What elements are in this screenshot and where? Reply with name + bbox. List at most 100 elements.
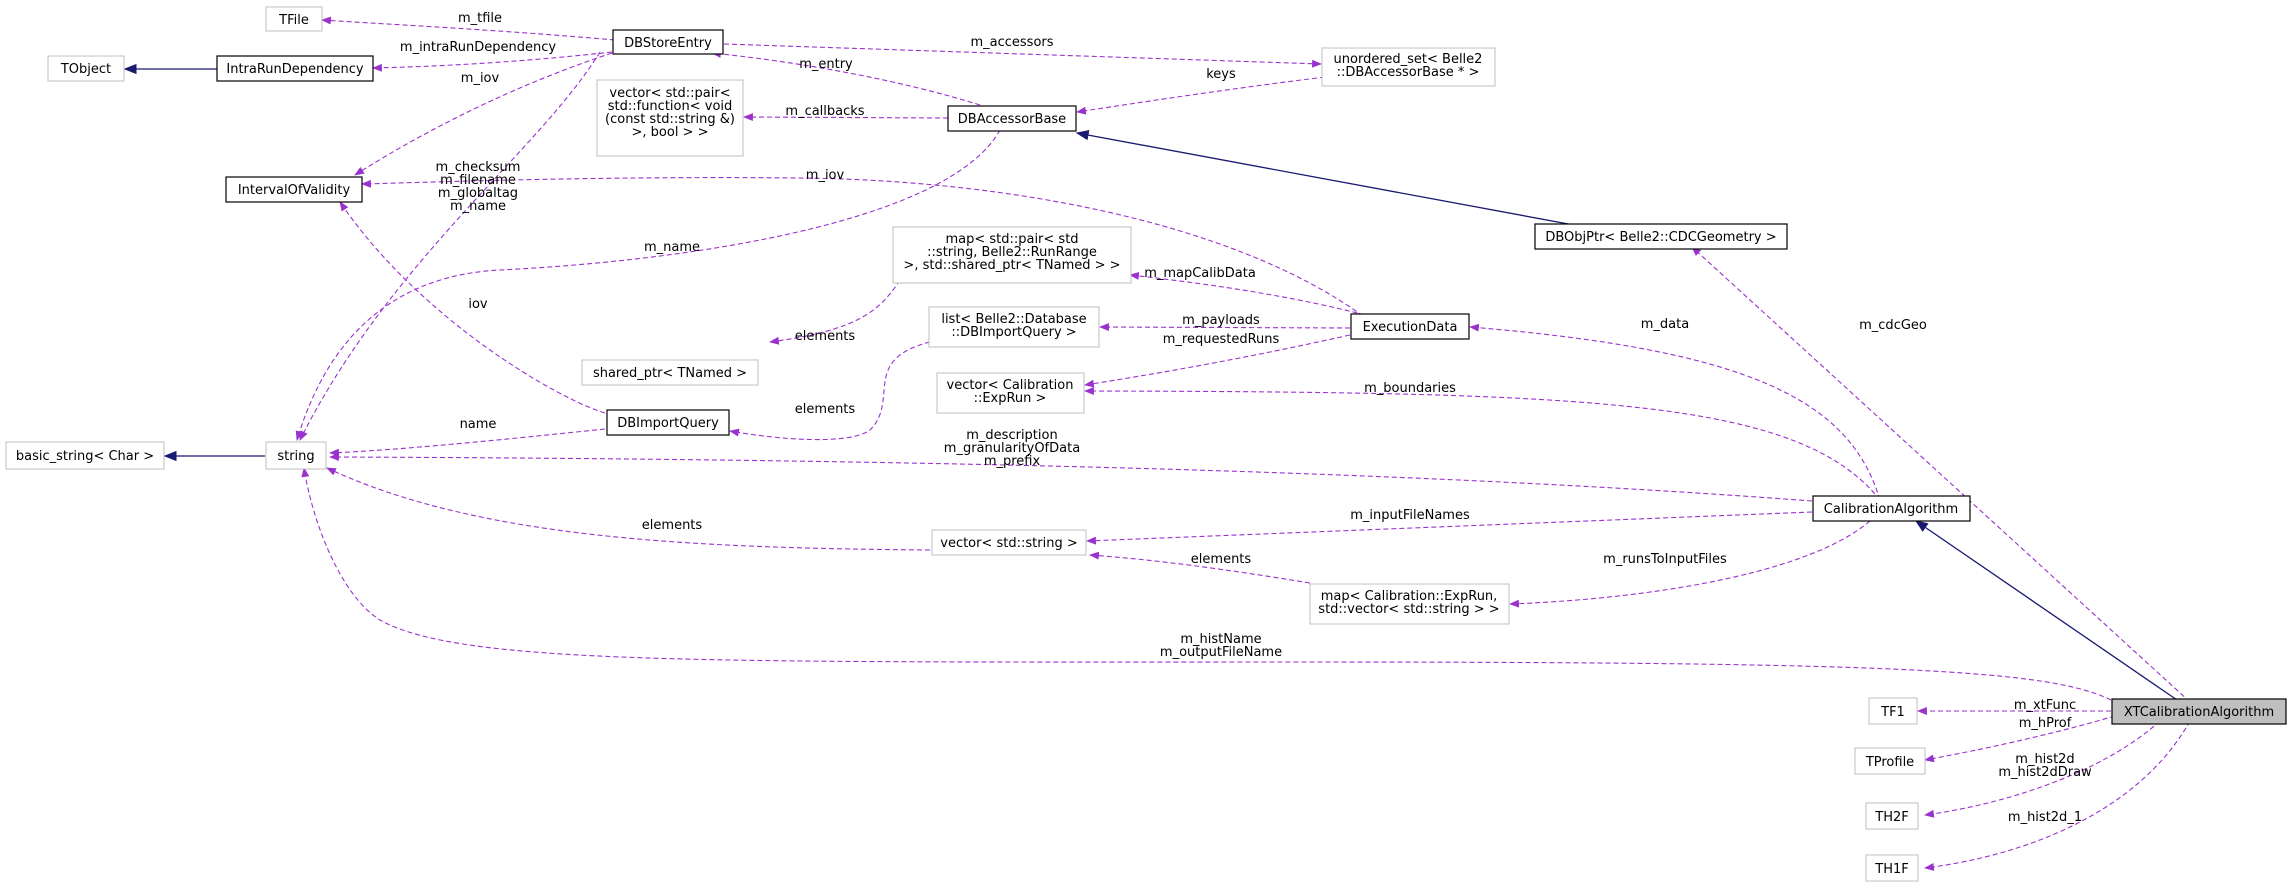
edge-label-m-iov-entry: m_iov	[461, 71, 500, 86]
label-line: m_hist2dDraw	[1998, 765, 2092, 780]
svg-text:CalibrationAlgorithm: CalibrationAlgorithm	[1824, 502, 1958, 517]
label-line: m_hProf	[2019, 716, 2072, 731]
edge-m-hprof	[1924, 715, 2116, 763]
node-th2f[interactable]: TH2F	[1865, 802, 1919, 830]
label-line: (const std::string &)	[605, 112, 735, 127]
edges	[123, 16, 2191, 871]
edge-m-iov-entry	[354, 52, 613, 176]
label-line: elements	[795, 402, 856, 417]
node-dbimportquery[interactable]: DBImportQuery	[606, 409, 730, 436]
edge-hist2d	[1924, 720, 2161, 818]
label-line: XTCalibrationAlgorithm	[2124, 705, 2274, 720]
node-xtcalibrationalgorithm[interactable]: XTCalibrationAlgorithm	[2111, 698, 2287, 725]
label-line: m_runsToInputFiles	[1603, 552, 1727, 567]
label-line: unordered_set< Belle2	[1334, 52, 1483, 67]
node-dbaccessorbase[interactable]: DBAccessorBase	[947, 105, 1077, 132]
node-dbobjptr[interactable]: DBObjPtr< Belle2::CDCGeometry >	[1534, 223, 1788, 250]
label-line: vector< Calibration	[947, 378, 1074, 393]
label-line: ::DBAccessorBase * >	[1337, 65, 1480, 80]
label-line: >, bool > >	[632, 125, 709, 140]
label-line: std::vector< std::string > >	[1318, 602, 1499, 617]
svg-text:vector< std::pair<std::functio: vector< std::pair<std::function< void(co…	[605, 86, 735, 140]
edge-m-accessors	[723, 43, 1322, 68]
svg-text:TFile: TFile	[278, 13, 309, 28]
svg-text:XTCalibrationAlgorithm: XTCalibrationAlgorithm	[2124, 705, 2274, 720]
edge-label-m-hprof: m_hProf	[2019, 716, 2072, 731]
edge-name-query	[329, 428, 606, 457]
label-line: m_globaltag	[438, 186, 518, 201]
node-tfile[interactable]: TFile	[265, 6, 323, 32]
edge-elements-mapexp	[1089, 551, 1311, 584]
svg-text:ExecutionData: ExecutionData	[1363, 320, 1458, 335]
edge-label-m-entry: m_entry	[799, 57, 853, 72]
node-dbstoreentry[interactable]: DBStoreEntry	[612, 29, 724, 55]
label-line: m_payloads	[1182, 313, 1260, 328]
label-line: m_checksum	[436, 160, 521, 175]
edge-elements-list	[729, 341, 931, 441]
edge-calib-strings	[329, 453, 1813, 502]
label-line: m_callbacks	[785, 104, 864, 119]
node-vector-string[interactable]: vector< std::string >	[931, 529, 1087, 556]
node-basic-string[interactable]: basic_string< Char >	[5, 441, 165, 470]
label-line: name	[460, 417, 497, 432]
edge-label-m-name-accessor: m_name	[644, 240, 700, 255]
node-tobject[interactable]: TObject	[47, 55, 125, 82]
label-line: ::ExpRun >	[974, 391, 1047, 406]
node-intervalofvalidity[interactable]: IntervalOfValidity	[225, 176, 363, 203]
edge-m-data	[1469, 323, 1881, 501]
node-map-pair[interactable]: map< std::pair< std::string, Belle2::Run…	[892, 226, 1132, 284]
node-string[interactable]: string	[265, 441, 327, 470]
edge-label-elements-map: elements	[795, 329, 856, 344]
label-line: m_name	[450, 199, 506, 214]
edge-m-intrarundependency	[372, 51, 613, 72]
edge-m-entry	[711, 49, 981, 106]
nodes: TFile DBStoreEntry TObject IntraRunDepen…	[5, 6, 2287, 882]
edge-m-payloads	[1099, 323, 1351, 331]
node-unordered-set[interactable]: unordered_set< Belle2::DBAccessorBase * …	[1321, 47, 1496, 87]
edge-label-m-requestedruns: m_requestedRuns	[1163, 332, 1280, 347]
edge-label-m-mapcalibdata: m_mapCalibData	[1144, 266, 1256, 281]
edge-m-mapcalibdata	[1129, 272, 1366, 316]
edge-xt-strings	[301, 467, 2112, 701]
node-tprofile[interactable]: TProfile	[1854, 747, 1926, 775]
node-vector-pair-function[interactable]: vector< std::pair<std::function< void(co…	[596, 79, 744, 157]
edge-label-m-data: m_data	[1641, 317, 1689, 332]
svg-text:unordered_set< Belle2::DBAcces: unordered_set< Belle2::DBAccessorBase * …	[1334, 52, 1483, 80]
edge-label-m-hist2d-1: m_hist2d_1	[2008, 810, 2082, 825]
label-line: m_hist2d_1	[2008, 810, 2082, 825]
svg-text:IntraRunDependency: IntraRunDependency	[226, 62, 364, 77]
label-line: TH2F	[1874, 810, 1908, 825]
label-line: >, std::shared_ptr< TNamed > >	[903, 258, 1120, 273]
edge-label-m-payloads: m_payloads	[1182, 313, 1260, 328]
node-map-exprun[interactable]: map< Calibration::ExpRun,std::vector< st…	[1309, 583, 1510, 625]
label-line: ExecutionData	[1363, 320, 1458, 335]
svg-text:DBAccessorBase: DBAccessorBase	[958, 112, 1066, 127]
label-line: m_requestedRuns	[1163, 332, 1280, 347]
svg-text:shared_ptr< TNamed >: shared_ptr< TNamed >	[593, 366, 747, 381]
label-line: TFile	[278, 13, 309, 28]
edge-m-inputfilenames	[1086, 511, 1813, 545]
node-tf1[interactable]: TF1	[1868, 697, 1918, 725]
node-intrarundependency[interactable]: IntraRunDependency	[216, 55, 374, 82]
node-vector-exprun[interactable]: vector< Calibration::ExpRun >	[936, 372, 1085, 414]
node-th1f[interactable]: TH1F	[1865, 854, 1919, 882]
svg-text:string: string	[277, 449, 314, 464]
svg-text:IntervalOfValidity: IntervalOfValidity	[238, 183, 351, 198]
label-line: m_filename	[440, 173, 516, 188]
svg-text:map< Calibration::ExpRun,std::: map< Calibration::ExpRun,std::vector< st…	[1318, 589, 1499, 617]
edge-label-m-iov-exec: m_iov	[806, 168, 845, 183]
label-line: m_mapCalibData	[1144, 266, 1256, 281]
label-line: map< Calibration::ExpRun,	[1321, 589, 1498, 604]
node-list-dbimportquery[interactable]: list< Belle2::Database::DBImportQuery >	[928, 306, 1100, 348]
node-shared-ptr[interactable]: shared_ptr< TNamed >	[581, 359, 759, 386]
node-executiondata[interactable]: ExecutionData	[1350, 313, 1470, 340]
svg-text:DBStoreEntry: DBStoreEntry	[624, 36, 712, 51]
label-line: elements	[642, 518, 703, 533]
node-calibrationalgorithm[interactable]: CalibrationAlgorithm	[1812, 495, 1971, 522]
edge-label-elements-list: elements	[795, 402, 856, 417]
edge-m-hist2d-1	[1924, 720, 2191, 871]
label-line: DBStoreEntry	[624, 36, 712, 51]
